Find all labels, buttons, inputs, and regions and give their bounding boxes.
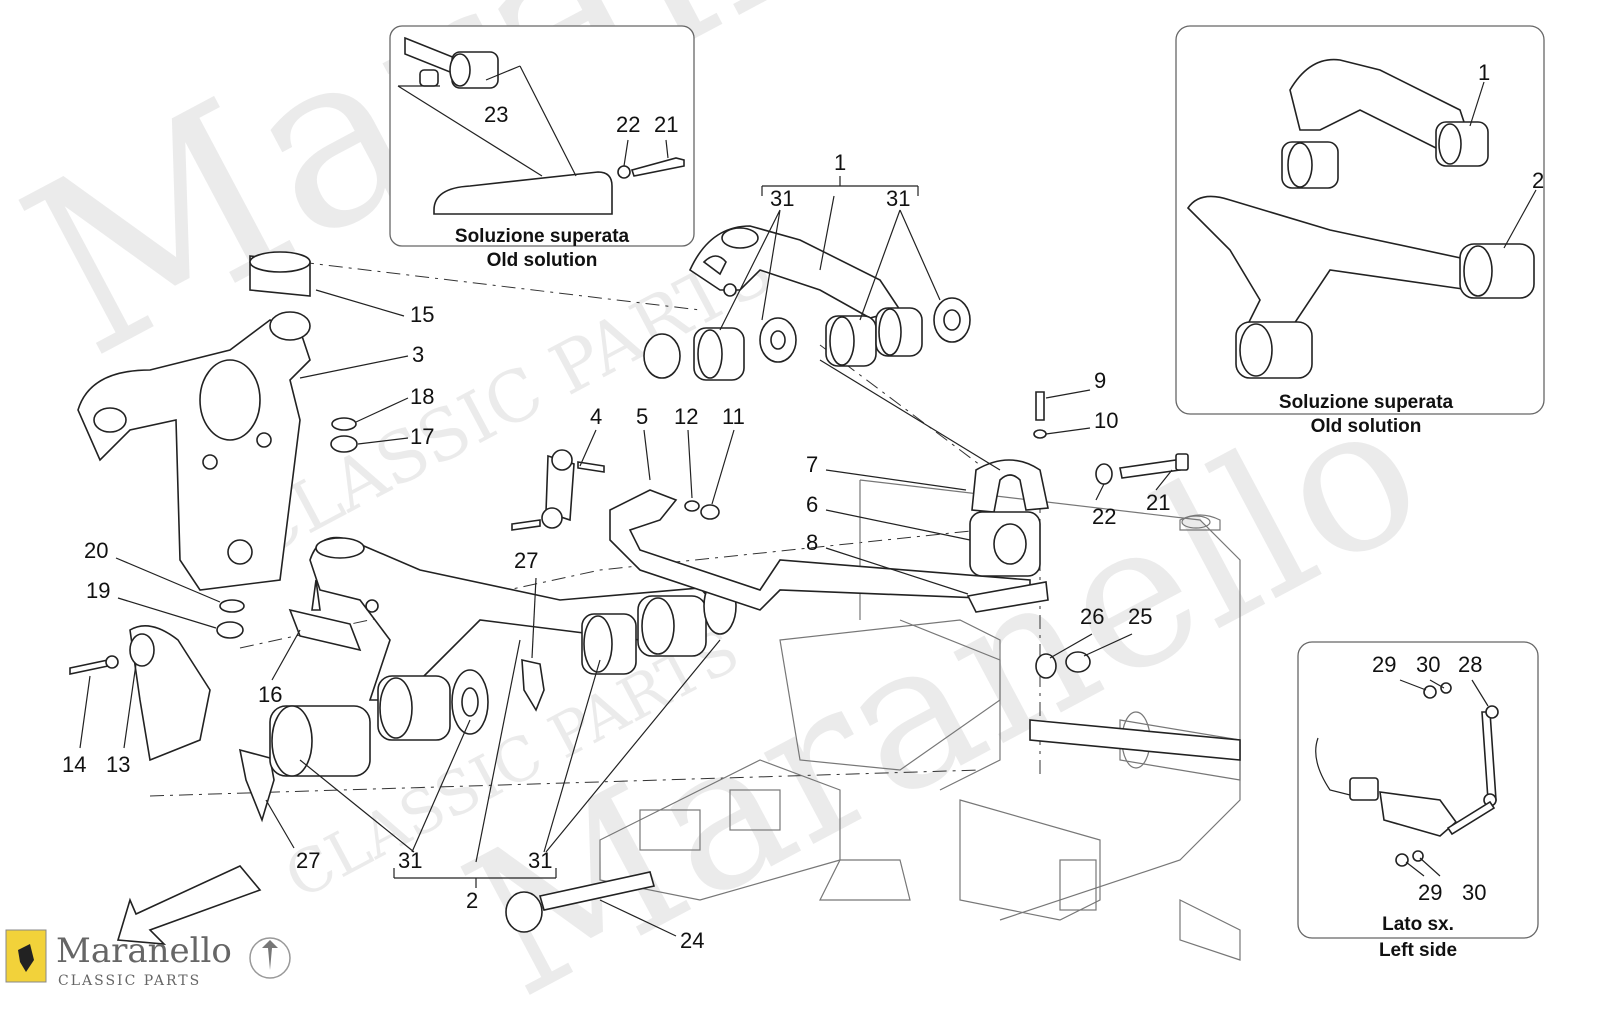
nut-25 xyxy=(1065,651,1091,673)
upper-bushings xyxy=(643,297,971,381)
prancing-horse-icon xyxy=(18,944,34,972)
callout-24: 24 xyxy=(680,928,704,953)
callout-15: 15 xyxy=(410,302,434,327)
callout-13: 13 xyxy=(106,752,130,777)
callout-9: 9 xyxy=(1094,368,1106,393)
callout-10: 10 xyxy=(1094,408,1118,433)
callout-20: 20 xyxy=(84,538,108,563)
stabilizer-link-4 xyxy=(511,449,605,531)
inset-right-caption-2: Old solution xyxy=(1311,416,1422,437)
callout-7: 7 xyxy=(806,452,818,477)
callout-26: 26 xyxy=(1080,604,1104,629)
inset-left-caption-1: Lato sx. xyxy=(1382,914,1454,935)
callout-2-inset: 2 xyxy=(1532,168,1544,193)
callout-31-c: 31 xyxy=(398,848,422,873)
callout-31-b: 31 xyxy=(886,186,910,211)
inset-top-drawing: 23 22 21 Soluzione superata Old solution xyxy=(397,36,685,271)
inset-top-caption-1: Soluzione superata xyxy=(455,226,630,247)
trident-icon xyxy=(262,940,278,970)
inset-top-caption-2: Old solution xyxy=(487,250,598,271)
washer-18 xyxy=(331,417,357,431)
callout-30-b: 30 xyxy=(1462,880,1486,905)
callout-21-inset: 21 xyxy=(654,112,678,137)
nut-19 xyxy=(216,621,244,639)
callout-23: 23 xyxy=(484,102,508,127)
callout-11: 11 xyxy=(722,404,745,429)
washer-22 xyxy=(1095,463,1113,485)
bolt-9 xyxy=(1035,391,1045,421)
nut-17 xyxy=(330,435,358,453)
callout-3: 3 xyxy=(412,342,424,367)
callout-2: 2 xyxy=(466,888,478,913)
callout-12: 12 xyxy=(674,404,698,429)
upper-control-arm xyxy=(688,225,902,319)
bolt-24 xyxy=(505,871,656,933)
callout-4: 4 xyxy=(590,404,602,429)
inset-right-caption-1: Soluzione superata xyxy=(1279,392,1454,413)
callout-29-b: 29 xyxy=(1418,880,1442,905)
washer-26 xyxy=(1035,653,1057,679)
callout-16: 16 xyxy=(258,682,282,707)
callout-6: 6 xyxy=(806,492,818,517)
maranello-logo: Maranello CLASSIC PARTS xyxy=(5,929,291,989)
callout-22-inset: 22 xyxy=(616,112,640,137)
callout-1-inset: 1 xyxy=(1478,60,1490,85)
callout-27-mid: 27 xyxy=(514,548,538,573)
callout-27-left: 27 xyxy=(296,848,320,873)
callout-28: 28 xyxy=(1458,652,1482,677)
shim-27-mid xyxy=(521,658,545,712)
callout-5: 5 xyxy=(636,404,648,429)
callouts: 1 31 31 15 3 18 17 4 5 12 11 9 10 7 6 8 … xyxy=(62,150,1170,953)
steering-knuckle xyxy=(77,311,311,591)
callout-14: 14 xyxy=(62,752,86,777)
callout-30-a: 30 xyxy=(1416,652,1440,677)
callout-19: 19 xyxy=(86,578,110,603)
clamp-15 xyxy=(249,251,311,297)
callout-25: 25 xyxy=(1128,604,1152,629)
logo-tagline: CLASSIC PARTS xyxy=(58,973,201,989)
callout-31-a: 31 xyxy=(770,186,794,211)
bolt-21-head xyxy=(1175,453,1189,471)
direction-arrow xyxy=(116,865,262,945)
callout-21: 21 xyxy=(1146,490,1170,515)
callout-1: 1 xyxy=(834,150,846,175)
callout-31-d: 31 xyxy=(528,848,552,873)
clip-16 xyxy=(288,608,362,652)
nut-11 xyxy=(700,504,720,520)
logo-name: Maranello xyxy=(56,931,232,971)
washer-20 xyxy=(219,599,245,613)
inset-left-caption-2: Left side xyxy=(1379,940,1457,961)
callout-22: 22 xyxy=(1092,504,1116,529)
lower-control-arm xyxy=(309,536,722,701)
callout-29-a: 29 xyxy=(1372,652,1396,677)
callout-18: 18 xyxy=(410,384,434,409)
inset-left-side xyxy=(1297,641,1539,939)
washer-12 xyxy=(684,500,700,512)
inset-leftside-drawing: 29 30 28 29 30 Lato sx. Left side xyxy=(1315,652,1499,961)
washer-10 xyxy=(1033,429,1047,439)
callout-17: 17 xyxy=(410,424,434,449)
inset-right-drawing: 1 2 Soluzione superata Old solution xyxy=(1186,58,1544,437)
shim-27-left xyxy=(238,748,275,823)
callout-8: 8 xyxy=(806,530,818,555)
bracket-13 xyxy=(69,624,211,762)
leader-lines xyxy=(79,176,1173,937)
stabilizer-clamp xyxy=(966,459,1049,613)
